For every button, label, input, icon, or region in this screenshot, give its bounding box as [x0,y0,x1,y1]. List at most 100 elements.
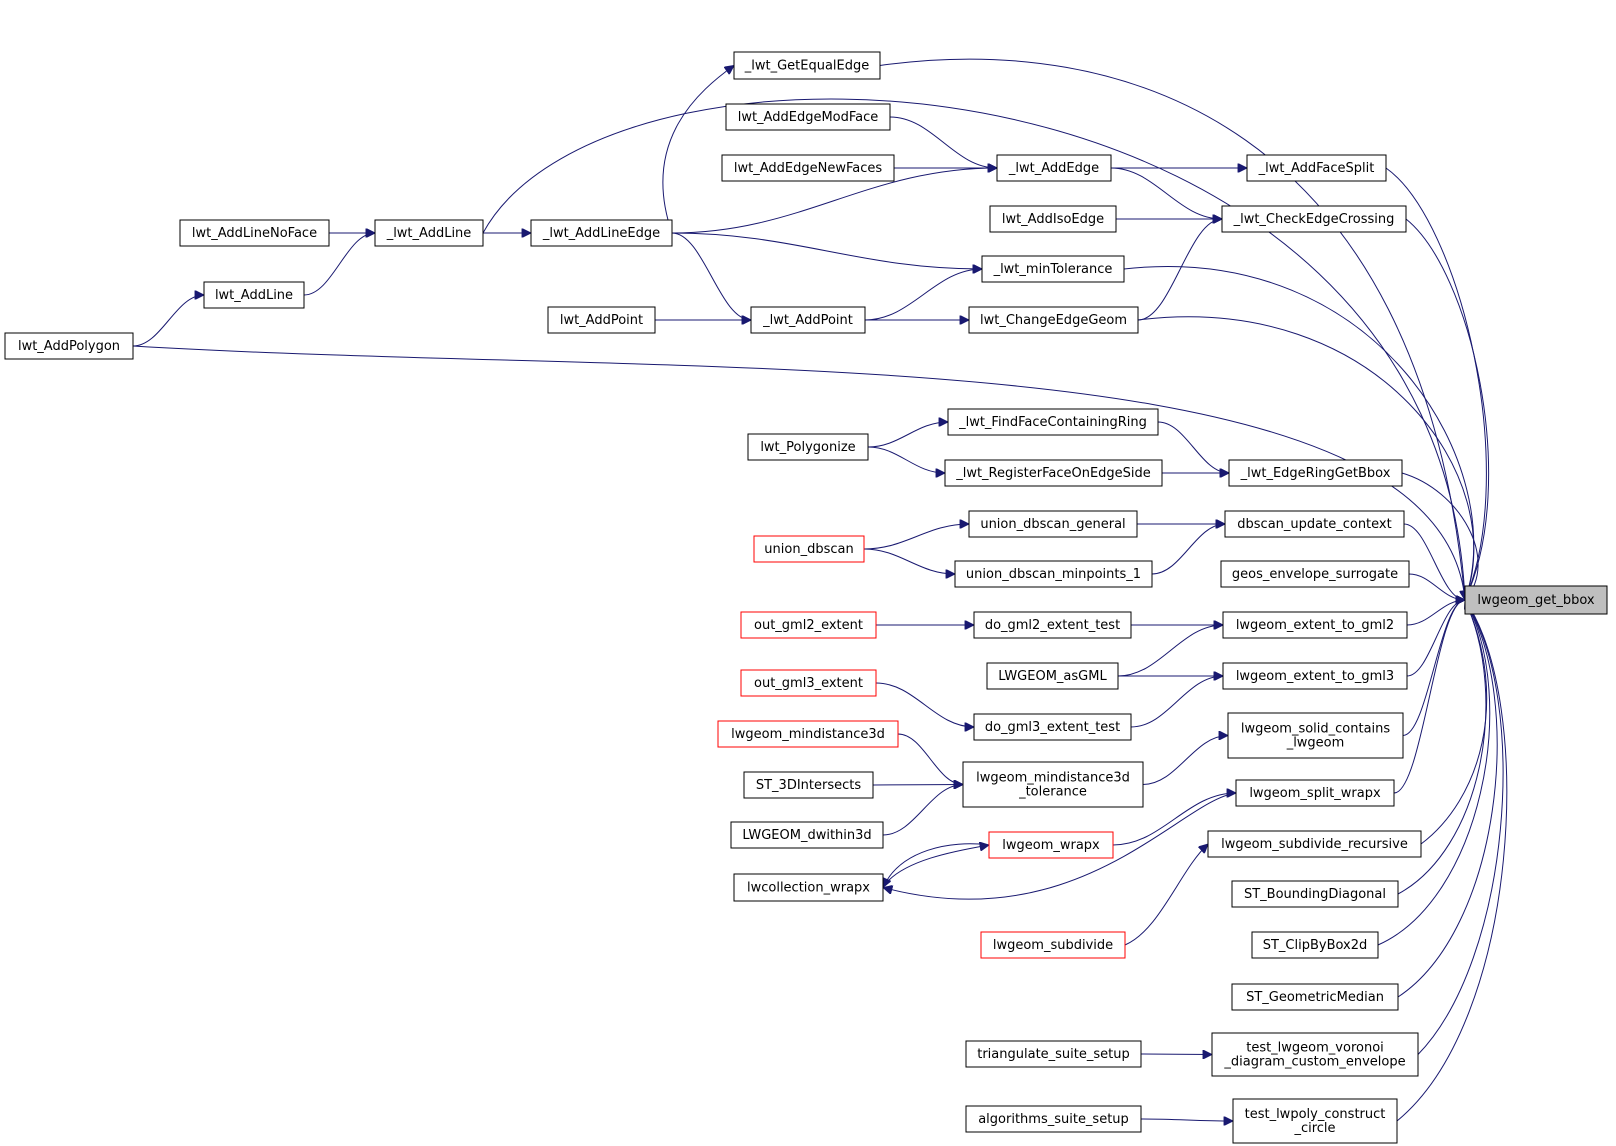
node-label: out_gml2_extent [754,618,863,633]
node-label: _lwt_RegisterFaceOnEdgeSide [955,466,1151,481]
call-edge-lwt_ChangeEdgeGeom-to-_lwt_CheckEdgeCrossing [1137,219,1222,321]
node-out_gml2_extent[interactable]: out_gml2_extent [740,611,877,639]
node-label: LWGEOM_dwithin3d [742,828,871,843]
node-label: dbscan_update_context [1237,517,1391,532]
node-lwt_AddIsoEdge[interactable]: lwt_AddIsoEdge [989,205,1117,233]
call-edge-_lwt_AddEdge-to-_lwt_CheckEdgeCrossing [1110,167,1222,219]
call-edge-union_dbscan-to-union_dbscan_general [863,524,969,550]
call-edge-test_lwgeom_voronoi_diagram_custom_envelope-to-lwgeom_get_bbox [1417,600,1504,1055]
call-edge-lwt_AddEdgeModFace-to-_lwt_AddEdge [889,116,997,168]
node-_lwt_CheckEdgeCrossing[interactable]: _lwt_CheckEdgeCrossing [1221,205,1407,233]
node-label: lwgeom_mindistance3d [976,771,1130,786]
node-lwgeom_get_bbox[interactable]: lwgeom_get_bbox [1464,585,1608,615]
node-lwgeom_wrapx[interactable]: lwgeom_wrapx [988,831,1114,859]
node-_lwt_FindFaceContainingRing[interactable]: _lwt_FindFaceContainingRing [947,408,1159,436]
node-lwt_AddPoint[interactable]: lwt_AddPoint [547,306,656,334]
node-geos_envelope_surrogate[interactable]: geos_envelope_surrogate [1220,560,1410,588]
node-ST_3DIntersects[interactable]: ST_3DIntersects [743,771,874,799]
node-ST_ClipByBox2d[interactable]: ST_ClipByBox2d [1251,931,1379,959]
node-_lwt_EdgeRingGetBbox[interactable]: _lwt_EdgeRingGetBbox [1228,459,1403,487]
node-lwt_AddEdgeModFace[interactable]: lwt_AddEdgeModFace [725,103,891,131]
node-lwt_AddPolygon[interactable]: lwt_AddPolygon [4,332,134,360]
node-LWGEOM_dwithin3d[interactable]: LWGEOM_dwithin3d [730,821,884,849]
call-edge-_lwt_GetEqualEdge-to-lwgeom_get_bbox [879,58,1465,600]
node-test_lwpoly_construct_circle[interactable]: test_lwpoly_construct_circle [1232,1098,1398,1144]
call-edge-lwgeom_extent_to_gml3-to-lwgeom_get_bbox [1406,600,1465,677]
node-label: _lwgeom [1286,736,1345,751]
edges-layer [132,58,1508,1122]
node-triangulate_suite_setup[interactable]: triangulate_suite_setup [965,1040,1142,1068]
node-box [986,662,1119,690]
node-box [374,219,484,247]
node-algorithms_suite_setup[interactable]: algorithms_suite_setup [965,1105,1142,1133]
node-lwt_AddLineNoFace[interactable]: lwt_AddLineNoFace [179,219,330,247]
node-lwt_AddEdgeNewFaces[interactable]: lwt_AddEdgeNewFaces [721,154,895,182]
node-lwgeom_extent_to_gml3[interactable]: lwgeom_extent_to_gml3 [1222,662,1408,690]
call-edge-_lwt_AddLineEdge-to-_lwt_minTolerance [671,232,982,269]
node-union_dbscan_general[interactable]: union_dbscan_general [968,510,1138,538]
node-lwgeom_subdivide_recursive[interactable]: lwgeom_subdivide_recursive [1207,830,1422,858]
call-edge-_lwt_AddPoint-to-_lwt_minTolerance [864,269,982,321]
node-lwgeom_solid_contains_lwgeom[interactable]: lwgeom_solid_contains_lwgeom [1227,712,1404,759]
node-LWGEOM_asGML[interactable]: LWGEOM_asGML [986,662,1119,690]
node-ST_GeometricMedian[interactable]: ST_GeometricMedian [1231,983,1399,1011]
node-_lwt_AddPoint[interactable]: _lwt_AddPoint [750,306,866,334]
node-box [1232,1098,1398,1144]
node-lwgeom_mindistance3d_tolerance[interactable]: lwgeom_mindistance3d_tolerance [962,761,1144,808]
node-lwgeom_mindistance3d[interactable]: lwgeom_mindistance3d [717,720,899,748]
node-label: _lwt_EdgeRingGetBbox [1240,466,1391,481]
node-label: out_gml3_extent [754,676,863,691]
node-lwgeom_extent_to_gml2[interactable]: lwgeom_extent_to_gml2 [1222,611,1408,639]
node-dbscan_update_context[interactable]: dbscan_update_context [1224,510,1405,538]
node-label: lwcollection_wrapx [747,881,870,896]
node-_lwt_GetEqualEdge[interactable]: _lwt_GetEqualEdge [733,51,881,80]
node-box [973,611,1132,639]
edge-path [897,733,963,785]
node-label: lwt_Polygonize [760,440,855,455]
node-lwgeom_subdivide[interactable]: lwgeom_subdivide [980,931,1126,959]
node-_lwt_RegisterFaceOnEdgeSide[interactable]: _lwt_RegisterFaceOnEdgeSide [944,459,1163,487]
node-box [968,510,1138,538]
node-do_gml2_extent_test[interactable]: do_gml2_extent_test [973,611,1132,639]
call-edge-lwt_Polygonize-to-_lwt_RegisterFaceOnEdgeSide [867,446,945,473]
call-edge-_lwt_CheckEdgeCrossing-to-lwgeom_get_bbox [1405,218,1490,600]
edge-path [1405,218,1490,600]
call-edge-lwt_AddPolygon-to-lwgeom_get_bbox [132,345,1465,600]
node-union_dbscan_minpoints_1[interactable]: union_dbscan_minpoints_1 [954,560,1153,588]
node-do_gml3_extent_test[interactable]: do_gml3_extent_test [973,713,1132,741]
edge-path [879,58,1465,600]
node-label: algorithms_suite_setup [978,1112,1129,1127]
edge-path [1397,600,1498,998]
node-label: ST_BoundingDiagonal [1244,887,1386,902]
node-lwt_ChangeEdgeGeom[interactable]: lwt_ChangeEdgeGeom [968,306,1139,334]
node-_lwt_AddFaceSplit[interactable]: _lwt_AddFaceSplit [1246,154,1387,182]
node-out_gml3_extent[interactable]: out_gml3_extent [740,669,877,697]
node-_lwt_AddLineEdge[interactable]: _lwt_AddLineEdge [530,219,673,247]
node-lwcollection_wrapx[interactable]: lwcollection_wrapx [733,873,884,902]
node-lwgeom_split_wrapx[interactable]: lwgeom_split_wrapx [1235,779,1395,807]
edge-path [872,785,963,786]
node-_lwt_minTolerance[interactable]: _lwt_minTolerance [981,255,1125,283]
node-test_lwgeom_voronoi_diagram_custom_envelope[interactable]: test_lwgeom_voronoi_diagram_custom_envel… [1211,1032,1419,1077]
node-_lwt_AddLine[interactable]: _lwt_AddLine [374,219,484,247]
node-label: lwt_AddPolygon [18,339,120,354]
call-edge-test_lwpoly_construct_circle-to-lwgeom_get_bbox [1396,600,1508,1122]
call-edge-LWGEOM_asGML-to-lwgeom_extent_to_gml2 [1117,625,1223,677]
edge-path [1377,600,1491,946]
node-lwt_AddLine[interactable]: lwt_AddLine [203,281,305,309]
node-lwt_Polygonize[interactable]: lwt_Polygonize [747,433,869,461]
node-box [1222,662,1408,690]
node-label: lwt_AddEdgeModFace [738,110,879,125]
node-box [965,1105,1142,1133]
node-box [1220,560,1410,588]
edge-path [867,422,948,448]
node-ST_BoundingDiagonal[interactable]: ST_BoundingDiagonal [1231,880,1399,908]
edge-path [864,269,982,321]
call-edge-lwt_AddLine-to-_lwt_AddLine [303,233,375,296]
edge-path [1112,793,1236,846]
node-box [1227,712,1404,759]
node-_lwt_AddEdge[interactable]: _lwt_AddEdge [996,154,1112,182]
node-label: union_dbscan_minpoints_1 [966,567,1141,582]
node-union_dbscan[interactable]: union_dbscan [753,535,865,563]
node-box [1228,459,1403,487]
